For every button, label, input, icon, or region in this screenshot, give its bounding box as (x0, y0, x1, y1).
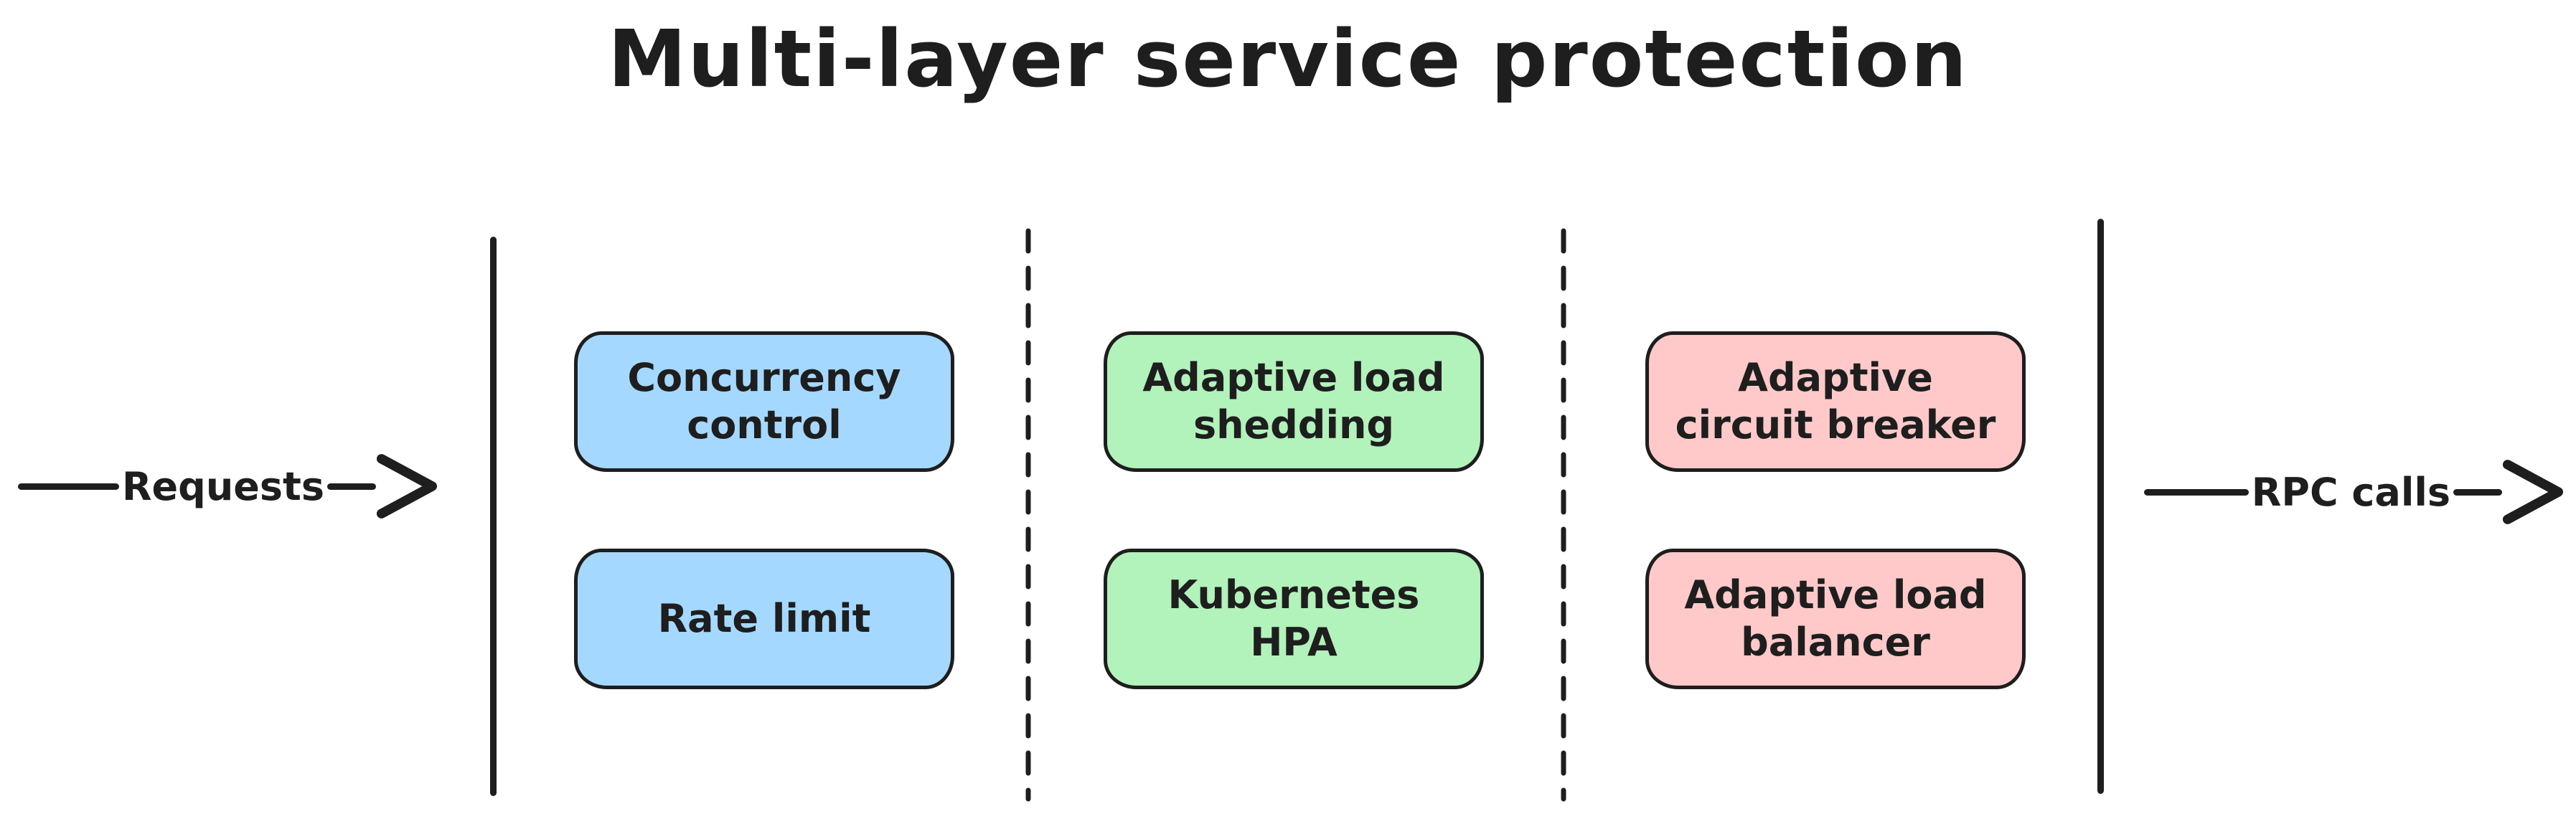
node-concurrency-control: Concurrency control (574, 331, 954, 472)
diagram-title: Multi-layer service protection (608, 13, 1968, 105)
layer-boundary-line-left (490, 237, 497, 796)
node-kubernetes-hpa: Kubernetes HPA (1104, 549, 1484, 689)
requests-arrow-line (18, 483, 119, 490)
arrowhead-right-icon (376, 454, 438, 519)
requests-arrow-line-2 (327, 483, 376, 490)
node-adaptive-load-balancer: Adaptive load balancer (1645, 549, 2026, 689)
node-adaptive-circuit-breaker: Adaptive circuit breaker (1645, 331, 2026, 472)
rpc-calls-arrow-line (2144, 488, 2249, 496)
arrowhead-right-icon (2502, 460, 2564, 524)
requests-arrow-label: Requests (121, 463, 324, 509)
requests-arrow: Requests (18, 450, 438, 522)
rpc-calls-arrow-label: RPC calls (2251, 469, 2450, 515)
layer-column-2: Adaptive load shedding Kubernetes HPA (1104, 331, 1484, 689)
layer-column-3: Adaptive circuit breaker Adaptive load b… (1645, 331, 2026, 689)
layer-divider-dashed-2 (1561, 228, 1566, 802)
layer-boundary-line-right (2097, 219, 2104, 794)
node-rate-limit: Rate limit (574, 549, 954, 689)
rpc-calls-arrow-line-2 (2453, 488, 2502, 496)
rpc-calls-arrow: RPC calls (2144, 456, 2564, 528)
layer-divider-dashed-1 (1025, 228, 1031, 802)
layer-column-1: Concurrency control Rate limit (574, 331, 954, 689)
node-adaptive-load-shedding: Adaptive load shedding (1104, 331, 1484, 472)
